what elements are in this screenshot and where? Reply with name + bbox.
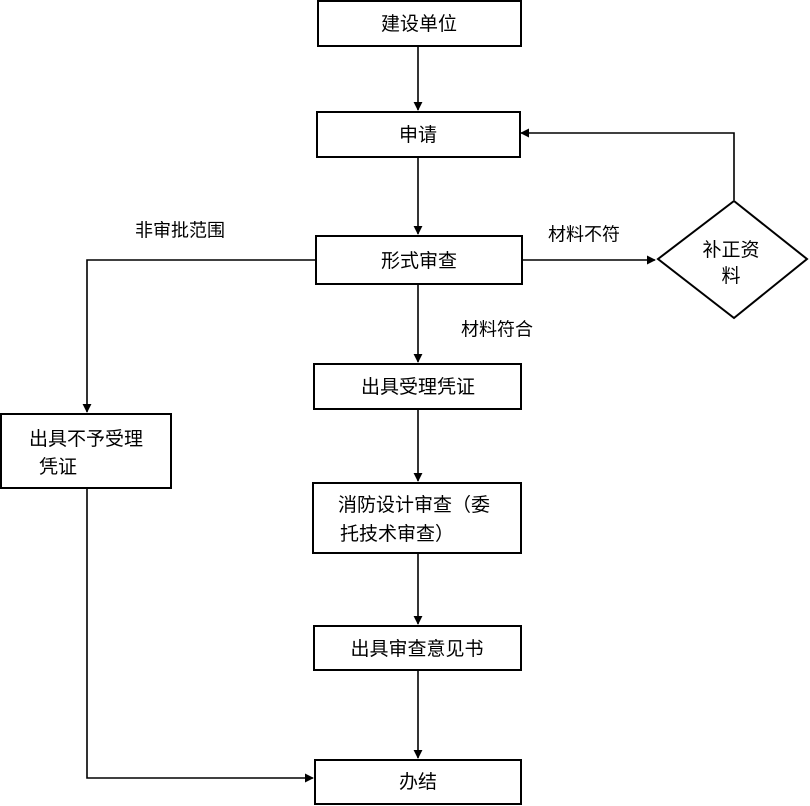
arrow-reject-to-complete bbox=[86, 488, 314, 783]
edge-label-materials-match: 材料符合 bbox=[461, 320, 533, 341]
node-construction-unit: 建设单位 bbox=[317, 0, 522, 47]
node-supplement-label-2: 料 bbox=[721, 265, 740, 287]
node-complete: 办结 bbox=[314, 759, 522, 805]
node-reject-receipt: 出具不予受理 凭证 bbox=[0, 413, 172, 489]
node-design-review: 消防设计审查（委 托技术审查） bbox=[312, 482, 522, 554]
node-apply: 申请 bbox=[316, 111, 521, 158]
connectors bbox=[82, 46, 735, 783]
node-design-review-label-2: 托技术审查） bbox=[340, 523, 454, 545]
node-supplement-materials: 补正资 料 bbox=[656, 199, 809, 320]
arrow-review-to-reject bbox=[82, 259, 316, 413]
node-design-review-label-1: 消防设计审查（委 bbox=[338, 494, 490, 516]
node-reject-label-2: 凭证 bbox=[39, 456, 77, 478]
edge-label-materials-mismatch: 材料不符 bbox=[548, 225, 620, 246]
node-formal-review-label: 形式审查 bbox=[381, 250, 457, 272]
node-reject-label-1: 出具不予受理 bbox=[29, 428, 143, 450]
node-complete-label: 办结 bbox=[399, 771, 437, 793]
node-formal-review: 形式审查 bbox=[315, 235, 523, 285]
node-supplement-label-1: 补正资 bbox=[702, 239, 759, 261]
node-issue-receipt-label: 出具受理凭证 bbox=[361, 376, 475, 398]
node-issue-receipt: 出具受理凭证 bbox=[313, 363, 522, 410]
node-review-opinion: 出具审查意见书 bbox=[313, 625, 522, 671]
node-construction-unit-label: 建设单位 bbox=[381, 13, 457, 35]
node-apply-label: 申请 bbox=[399, 124, 437, 146]
edge-label-non-scope: 非审批范围 bbox=[135, 221, 225, 242]
arrow-supplement-to-apply bbox=[520, 128, 735, 200]
node-review-opinion-label: 出具审查意见书 bbox=[350, 638, 483, 660]
